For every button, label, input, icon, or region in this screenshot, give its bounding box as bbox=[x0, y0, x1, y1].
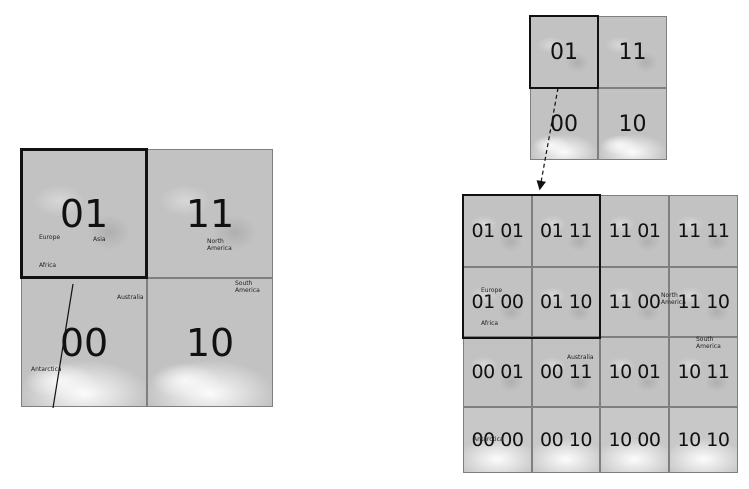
tile-code: 00 bbox=[550, 111, 578, 137]
tile-01-11: 01 11 bbox=[532, 195, 600, 267]
tile-00: 00 bbox=[530, 88, 598, 160]
level1-tile-grid-small: 01 11 00 10 bbox=[529, 15, 667, 160]
tile-code: 00 10 bbox=[540, 429, 592, 451]
tile-code: 01 00 bbox=[471, 291, 524, 313]
tile-00: 00 bbox=[21, 278, 147, 407]
tile-10-11: 10 11 bbox=[669, 337, 738, 407]
map-label-north-america: North America bbox=[207, 238, 232, 252]
highlighted-block-border bbox=[462, 194, 601, 339]
tile-01-10: 01 10 bbox=[532, 267, 600, 337]
map-label-south-america: South America bbox=[696, 336, 721, 350]
tile-11-10: 11 10 bbox=[669, 267, 738, 337]
tile-code: 00 bbox=[59, 320, 109, 365]
tile-code: 00 00 bbox=[471, 429, 524, 451]
tile-code: 01 10 bbox=[540, 291, 592, 313]
tile-00-10: 00 10 bbox=[532, 407, 600, 473]
tile-11: 11 bbox=[598, 16, 667, 88]
tile-code: 10 01 bbox=[608, 361, 661, 383]
level2-tile-grid: 01 01 01 11 11 01 11 11 01 00 01 10 11 0… bbox=[462, 194, 738, 473]
tile-code: 00 11 bbox=[540, 361, 592, 383]
tile-code: 11 00 bbox=[608, 291, 661, 313]
tile-code: 11 10 bbox=[677, 291, 730, 313]
map-label-europe: Europe bbox=[481, 287, 503, 294]
map-label-north-america: North America bbox=[661, 292, 686, 306]
tile-10-01: 10 01 bbox=[600, 337, 669, 407]
map-label-antarctica: Antarctica bbox=[31, 366, 62, 373]
level1-tile-grid: 01 11 00 10 Europe Asia Africa North Ame… bbox=[20, 148, 273, 407]
tile-code: 10 10 bbox=[677, 429, 730, 451]
tile-code: 10 bbox=[618, 111, 647, 137]
tile-code: 10 11 bbox=[677, 361, 730, 383]
tile-01-01: 01 01 bbox=[463, 195, 532, 267]
map-label-europe: Europe bbox=[39, 234, 61, 241]
map-label-australia: Australia bbox=[117, 294, 144, 301]
tile-code: 10 00 bbox=[608, 429, 661, 451]
highlighted-tile-border bbox=[20, 148, 148, 279]
tile-01: 01 bbox=[21, 149, 147, 278]
zoom-arrow bbox=[536, 87, 559, 191]
tile-10-10: 10 10 bbox=[669, 407, 738, 473]
map-label-asia: Asia bbox=[93, 236, 106, 243]
tile-code: 01 11 bbox=[540, 220, 592, 242]
map-label-australia: Australia bbox=[567, 354, 594, 361]
tile-code: 11 01 bbox=[608, 220, 661, 242]
map-label-africa: Africa bbox=[39, 262, 57, 269]
tile-11-00: 11 00 bbox=[600, 267, 669, 337]
tile-code: 11 11 bbox=[677, 220, 730, 242]
map-label-africa: Africa bbox=[481, 320, 499, 327]
highlighted-tile-border bbox=[529, 15, 599, 89]
tile-code: 01 bbox=[59, 191, 109, 236]
tile-10: 10 bbox=[598, 88, 667, 160]
tile-00-11: 00 11 bbox=[532, 337, 600, 407]
tile-code: 01 01 bbox=[471, 220, 524, 242]
tile-11-01: 11 01 bbox=[600, 195, 669, 267]
map-label-antarctica: Antarctica bbox=[473, 436, 504, 443]
tile-11-11: 11 11 bbox=[669, 195, 738, 267]
tile-01: 01 bbox=[530, 16, 598, 88]
tile-01-00: 01 00 bbox=[463, 267, 532, 337]
map-label-south-america: South America bbox=[235, 280, 260, 294]
tile-11: 11 bbox=[147, 149, 273, 278]
tile-10: 10 bbox=[147, 278, 273, 407]
tile-code: 01 bbox=[550, 39, 578, 65]
tile-code: 00 01 bbox=[471, 361, 524, 383]
tile-10-00: 10 00 bbox=[600, 407, 669, 473]
tile-00-00: 00 00 bbox=[463, 407, 532, 473]
split-line-left bbox=[52, 283, 74, 409]
tile-code: 11 bbox=[618, 39, 647, 65]
tile-code: 11 bbox=[185, 191, 235, 236]
tile-code: 10 bbox=[185, 320, 235, 365]
